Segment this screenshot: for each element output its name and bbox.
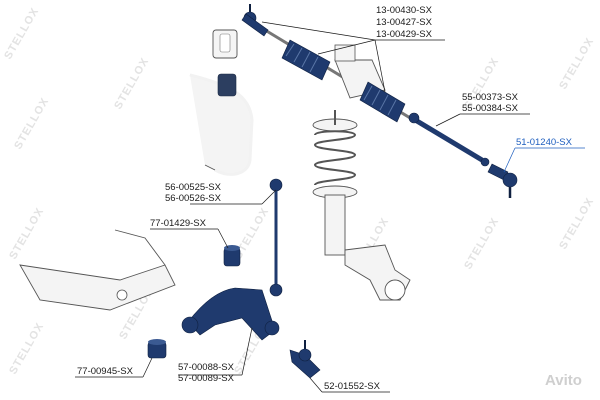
watermark-text: STELLOX: [2, 6, 41, 62]
watermark-text: STELLOX: [12, 96, 51, 152]
leader-lines: [75, 21, 585, 393]
watermark-text: STELLOX: [7, 321, 46, 377]
watermark-text: STELLOX: [112, 56, 151, 112]
label-inner-tie-rod-2: 55-00384-SX: [462, 103, 519, 114]
watermark-text: STELLOX: [557, 196, 596, 252]
label-stabilizer-link-2: 56-00526-SX: [165, 193, 222, 204]
label-tie-rod-end-left: 13-00430-SX: [376, 5, 433, 16]
bushing-upper: [223, 245, 241, 267]
tie-rod-end-right: [487, 163, 518, 198]
part-labels: 13-00430-SX 13-00427-SX 13-00429-SX 55-0…: [77, 5, 573, 392]
watermark-text: STELLOX: [557, 36, 596, 92]
stabilizer-bushing: [212, 29, 238, 97]
steering-boot-left: [281, 39, 331, 81]
ball-joint: [289, 340, 321, 379]
bushing-lower: [147, 339, 167, 359]
label-steering-boot-2: 13-00429-SX: [376, 29, 433, 40]
label-stabilizer-link-1: 56-00525-SX: [165, 182, 222, 193]
control-arm: [181, 287, 280, 341]
brand-watermark: Avito: [545, 372, 582, 389]
label-tie-rod-end-right: 51-01240-SX: [516, 137, 573, 148]
label-control-arm-2: 57-00089-SX: [178, 373, 235, 384]
label-control-arm-1: 57-00088-SX: [178, 362, 235, 373]
label-bushing-lower: 77-00945-SX: [77, 366, 134, 377]
label-ball-joint: 52-01552-SX: [324, 381, 381, 392]
watermark-text: STELLOX: [7, 206, 46, 262]
stabilizer-link: [269, 178, 283, 297]
label-bushing-upper: 77-01429-SX: [150, 218, 207, 229]
strut-assembly: [312, 110, 358, 256]
steering-knuckle: [344, 244, 411, 301]
tie-rod-end-left: [241, 4, 269, 37]
subframe: [19, 229, 176, 311]
label-inner-tie-rod-1: 55-00373-SX: [462, 92, 519, 103]
inner-tie-rod: [408, 112, 490, 167]
steering-boot-right: [359, 81, 406, 123]
label-steering-boot-1: 13-00427-SX: [376, 17, 433, 28]
watermark-text: STELLOX: [462, 216, 501, 272]
